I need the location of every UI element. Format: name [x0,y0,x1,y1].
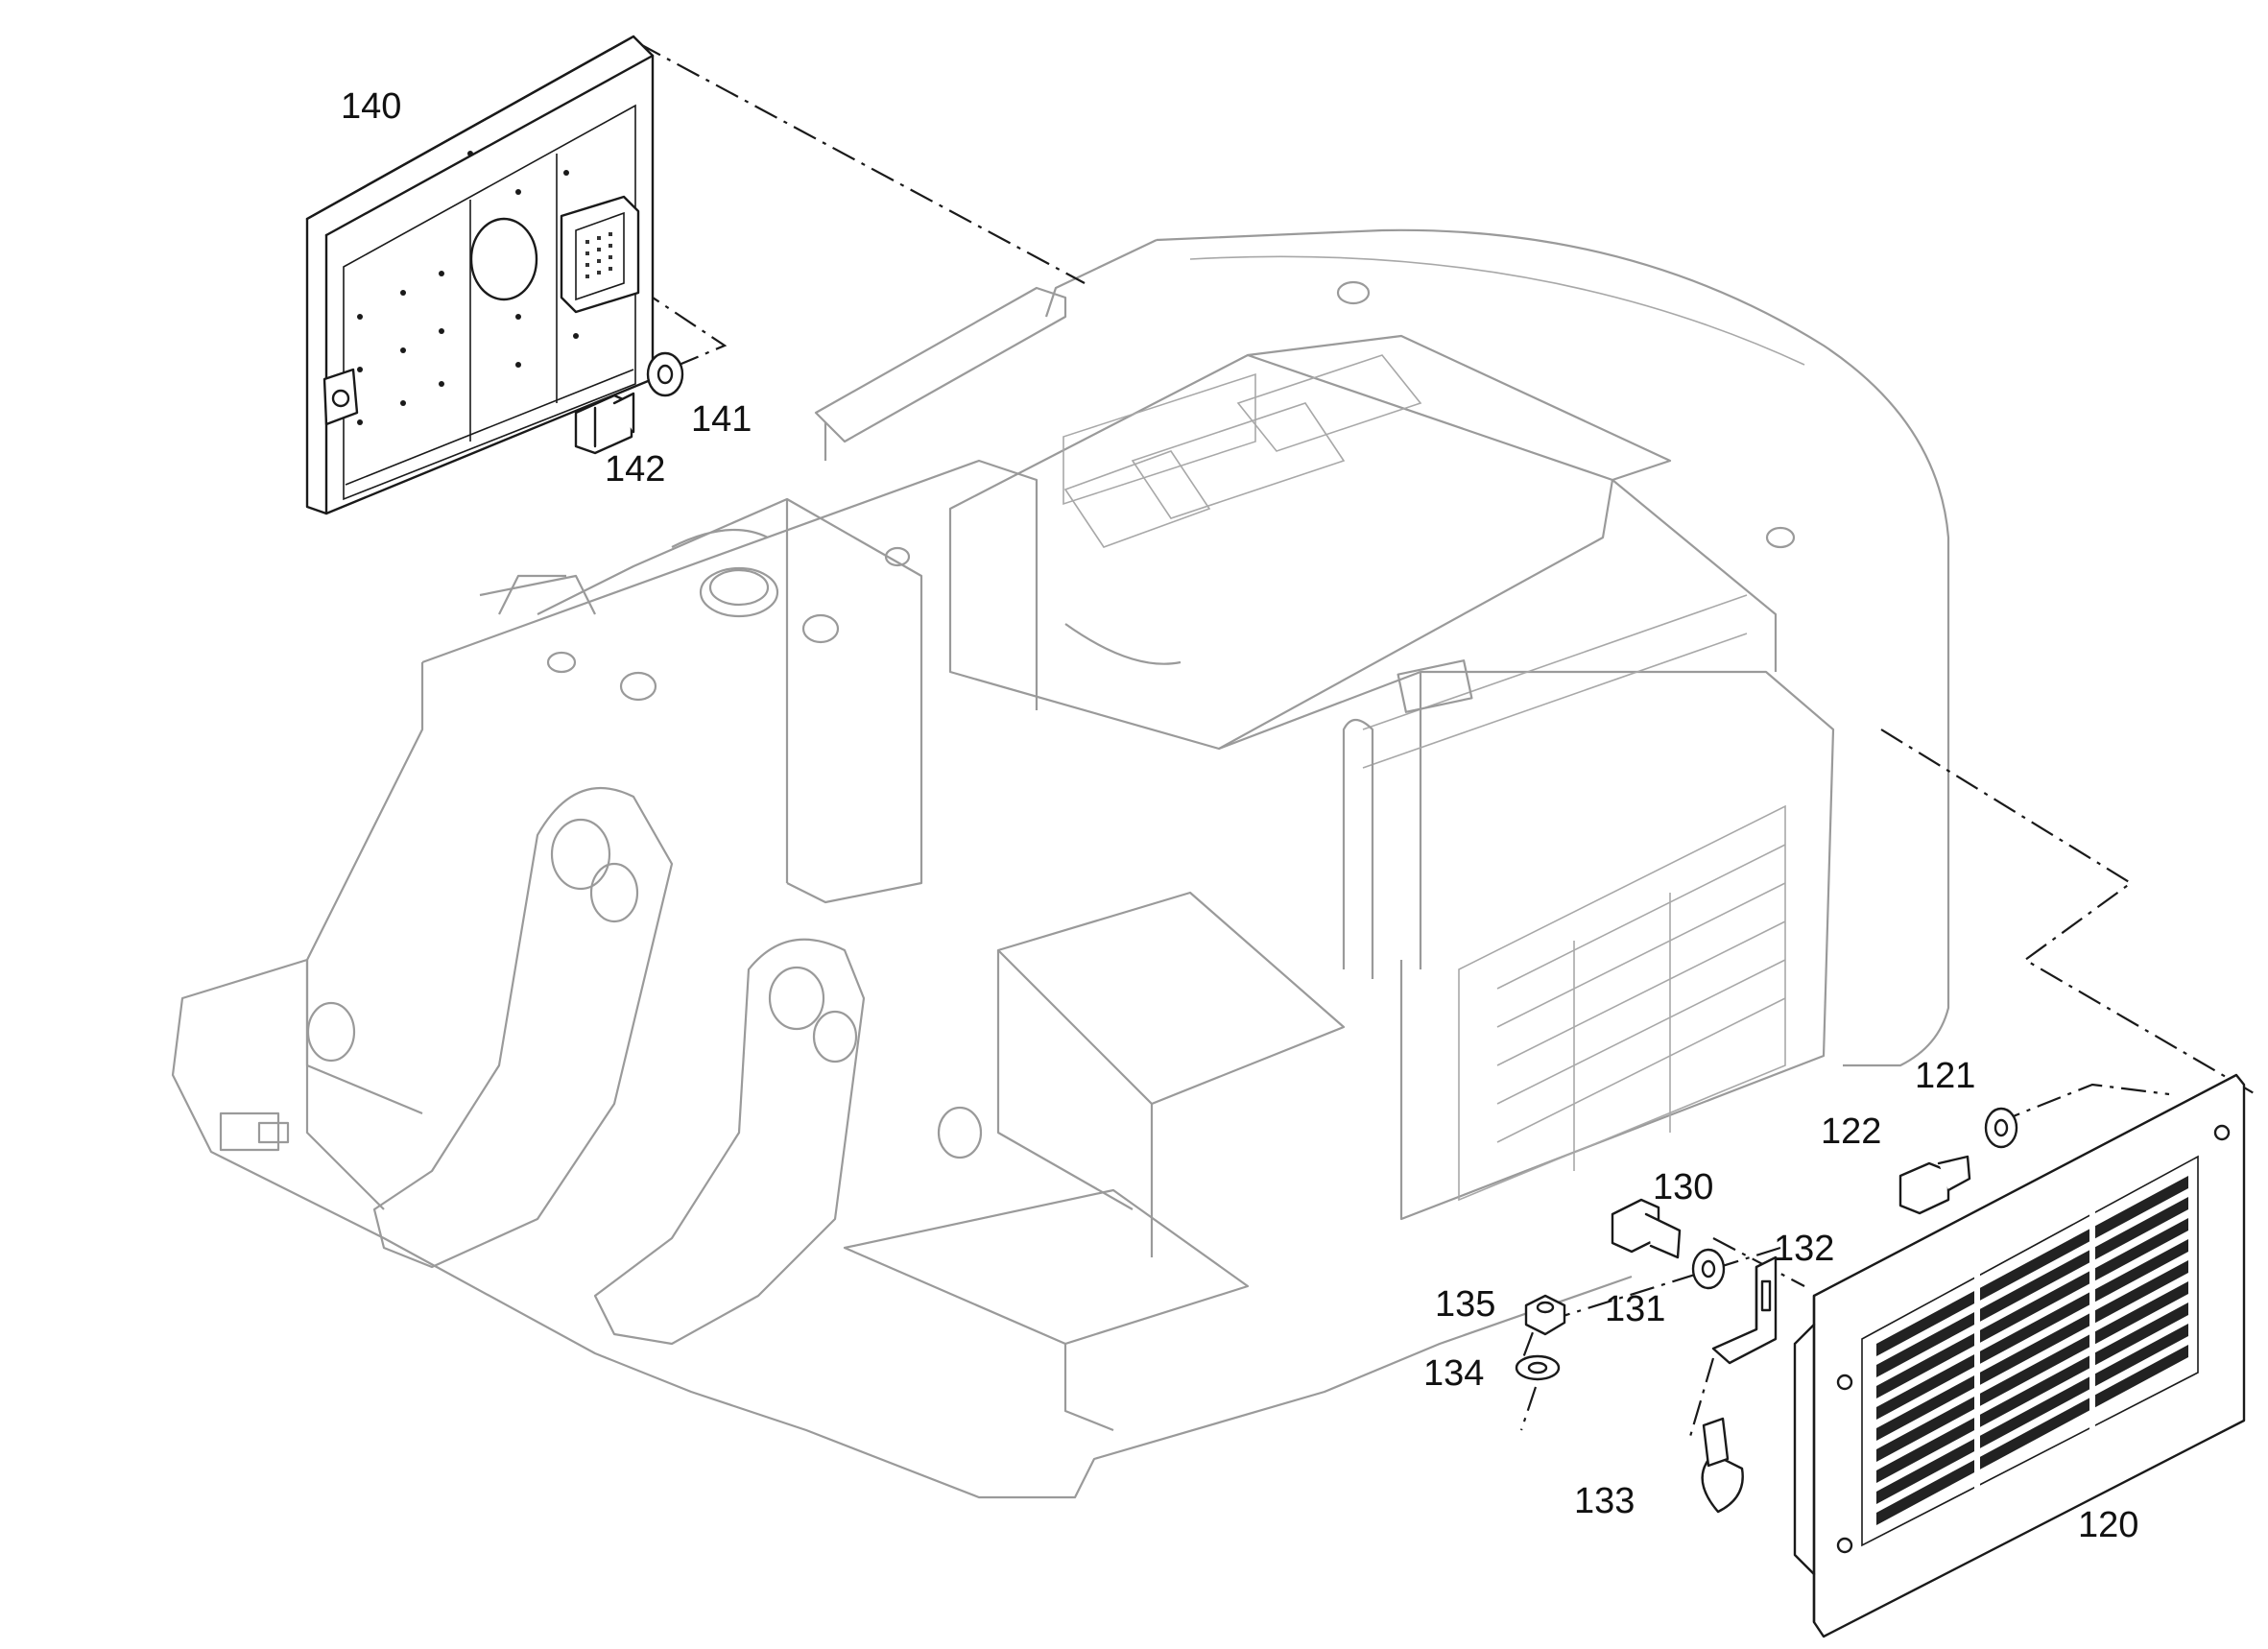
callout-133: 133 [1574,1481,1635,1521]
upper-frame-drawing [171,228,1950,1499]
part-135-nut [1524,1294,1566,1336]
callout-120: 120 [2078,1505,2139,1545]
part-142-bolt [574,392,635,455]
callout-140: 140 [341,86,402,127]
part-131-washer [1691,1248,1726,1290]
callout-132: 132 [1774,1229,1835,1269]
part-141-washer [646,351,684,397]
part-133-rubber-stopper [1701,1417,1744,1514]
callout-142: 142 [605,449,666,490]
callout-131: 131 [1605,1289,1666,1329]
part-121-washer [1984,1107,2018,1149]
callout-141: 141 [691,399,752,440]
part-122-bolt [1898,1155,1971,1215]
part-120-grille-panel [1793,1073,2246,1638]
part-130-bolt [1611,1198,1682,1259]
part-134-washer [1515,1354,1561,1381]
callout-122: 122 [1821,1111,1882,1152]
callout-130: 130 [1653,1167,1714,1207]
callout-121: 121 [1915,1056,1976,1096]
callout-135: 135 [1435,1284,1496,1325]
part-140-service-door [305,35,655,515]
callout-134: 134 [1423,1353,1485,1394]
part-132-bracket [1711,1255,1778,1365]
